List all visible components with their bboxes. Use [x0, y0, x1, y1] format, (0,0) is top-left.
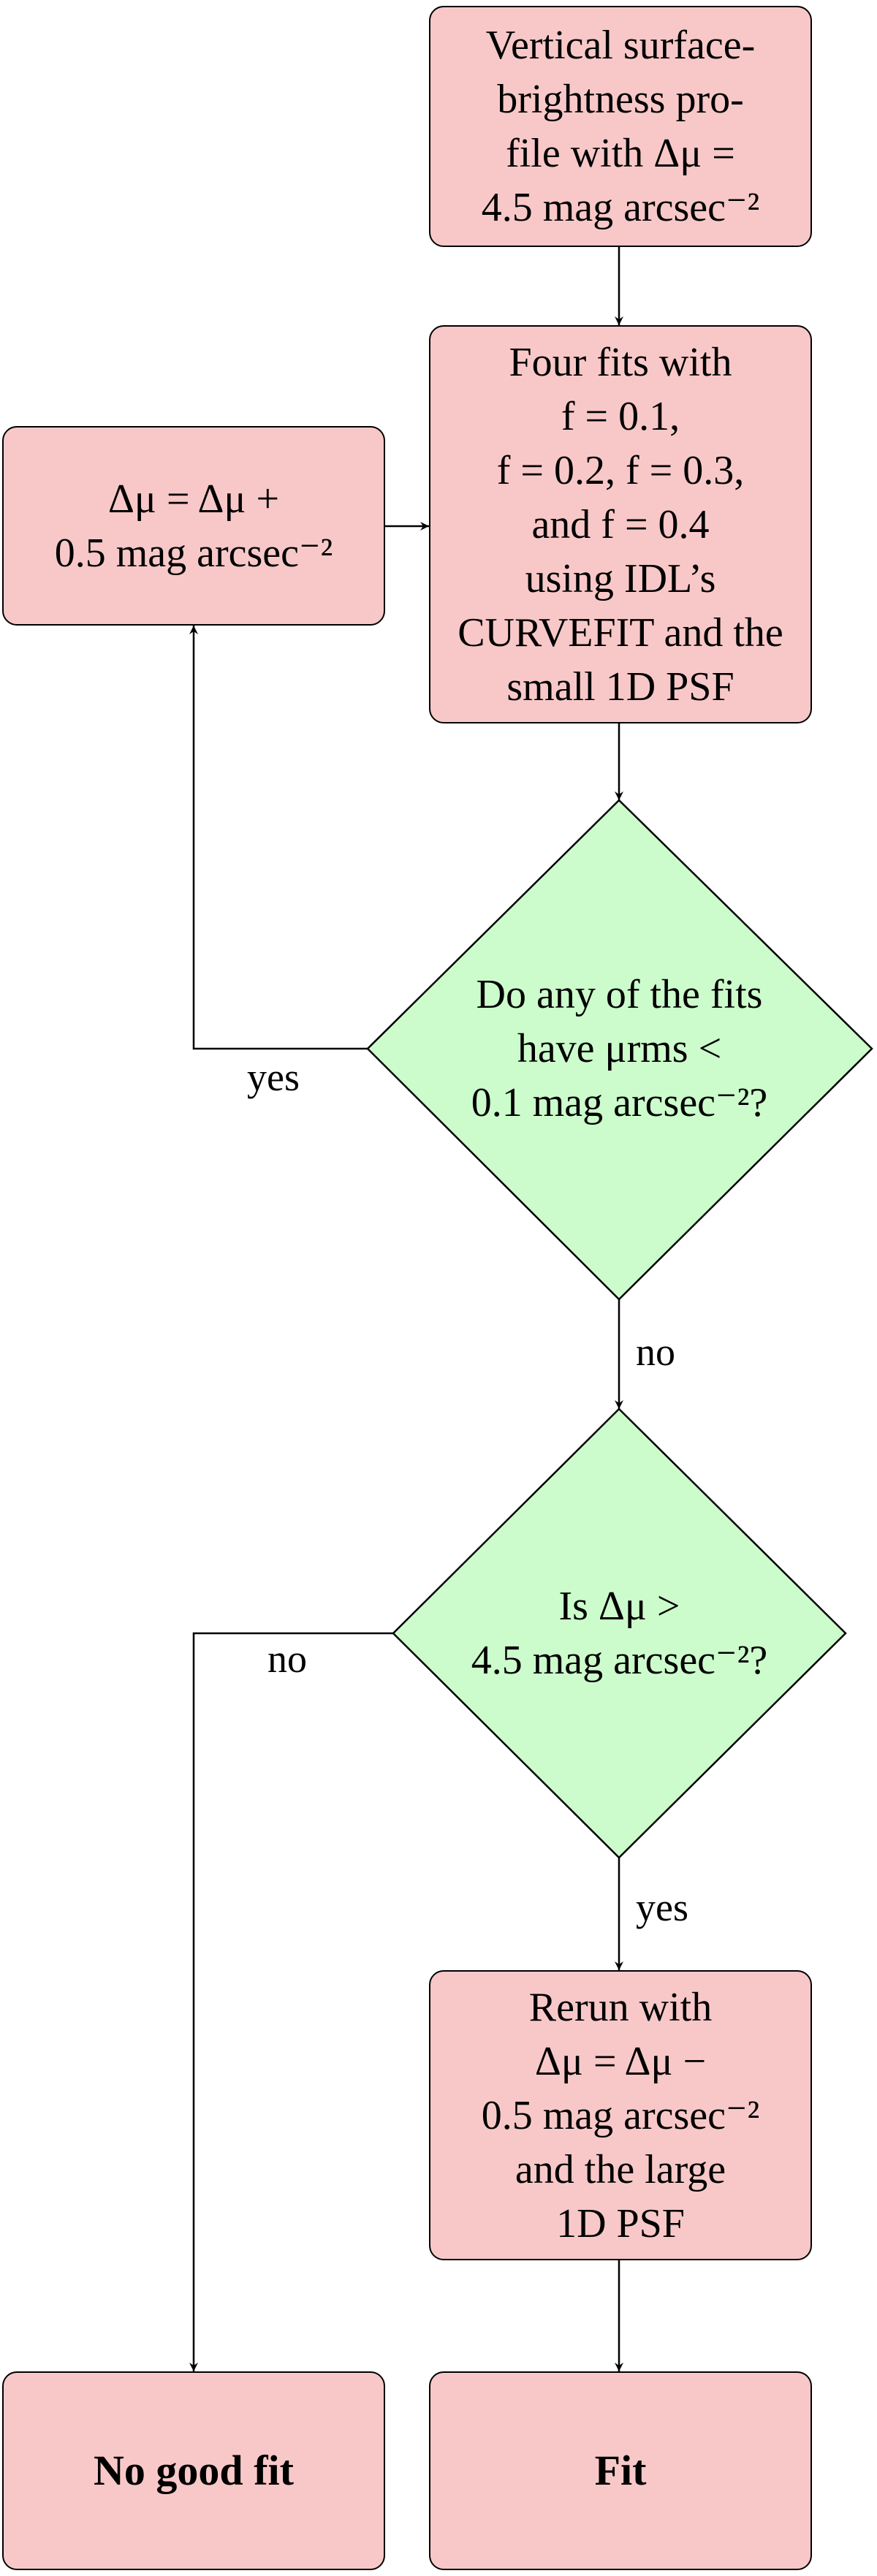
rerun-line-4: and the large [515, 2146, 726, 2192]
fits-line-3: f = 0.2, f = 0.3, [496, 447, 745, 493]
fits-line-4: and f = 0.4 [531, 501, 710, 547]
decision1-line-3: 0.1 mag arcsec⁻²? [471, 1080, 768, 1125]
rerun-line-3: 0.5 mag arcsec⁻² [481, 2092, 760, 2138]
nofit-box: No good fit [2, 2371, 385, 2570]
start-line-1: Vertical surface- [485, 23, 756, 68]
increment-line-1: Δμ = Δμ + [107, 476, 280, 522]
decision2-text: Is Δμ > 4.5 mag arcsec⁻²? [424, 1575, 815, 1692]
edge-label-yes-loop: yes [247, 1055, 300, 1099]
start-line-2: brightness pro- [497, 77, 744, 122]
increment-line-2: 0.5 mag arcsec⁻² [54, 530, 333, 576]
nofit-label: No good fit [94, 2447, 294, 2494]
decision1-text: Do any of the fits have μrms < 0.1 mag a… [409, 957, 829, 1140]
rerun-line-1: Rerun with [528, 1984, 713, 2030]
edge-decision2-no-to-nofit [189, 1632, 393, 2371]
rerun-line-5: 1D PSF [556, 2200, 685, 2246]
fits-line-5: using IDL’s [525, 555, 716, 601]
fit-box: Fit [429, 2371, 812, 2570]
fits-box: Four fits with f = 0.1, f = 0.2, f = 0.3… [429, 325, 812, 723]
fits-line-7: small 1D PSF [506, 664, 734, 710]
edge-decision1-yes-to-increment [189, 626, 368, 1050]
start-line-4: 4.5 mag arcsec⁻² [481, 185, 760, 230]
fit-label: Fit [594, 2447, 647, 2494]
decision1-line-2: have μrms < [517, 1026, 722, 1071]
edge-label-no-left: no [267, 1637, 307, 1681]
fits-line-2: f = 0.1, [561, 393, 680, 439]
fits-line-1: Four fits with [509, 339, 732, 385]
decision2-line-2: 4.5 mag arcsec⁻²? [471, 1638, 768, 1683]
rerun-box: Rerun with Δμ = Δμ − 0.5 mag arcsec⁻² an… [429, 1970, 812, 2260]
rerun-line-2: Δμ = Δμ − [534, 2038, 707, 2084]
edge-label-no-down: no [636, 1330, 675, 1374]
decision1-line-1: Do any of the fits [476, 972, 763, 1017]
decision2-line-1: Is Δμ > [558, 1584, 680, 1629]
start-box: Vertical surface- brightness pro- file w… [429, 6, 812, 247]
increment-box: Δμ = Δμ + 0.5 mag arcsec⁻² [2, 426, 385, 626]
start-line-3: file with Δμ = [506, 131, 735, 176]
fits-line-6: CURVEFIT and the [458, 609, 783, 656]
edge-label-yes-down: yes [636, 1885, 688, 1929]
